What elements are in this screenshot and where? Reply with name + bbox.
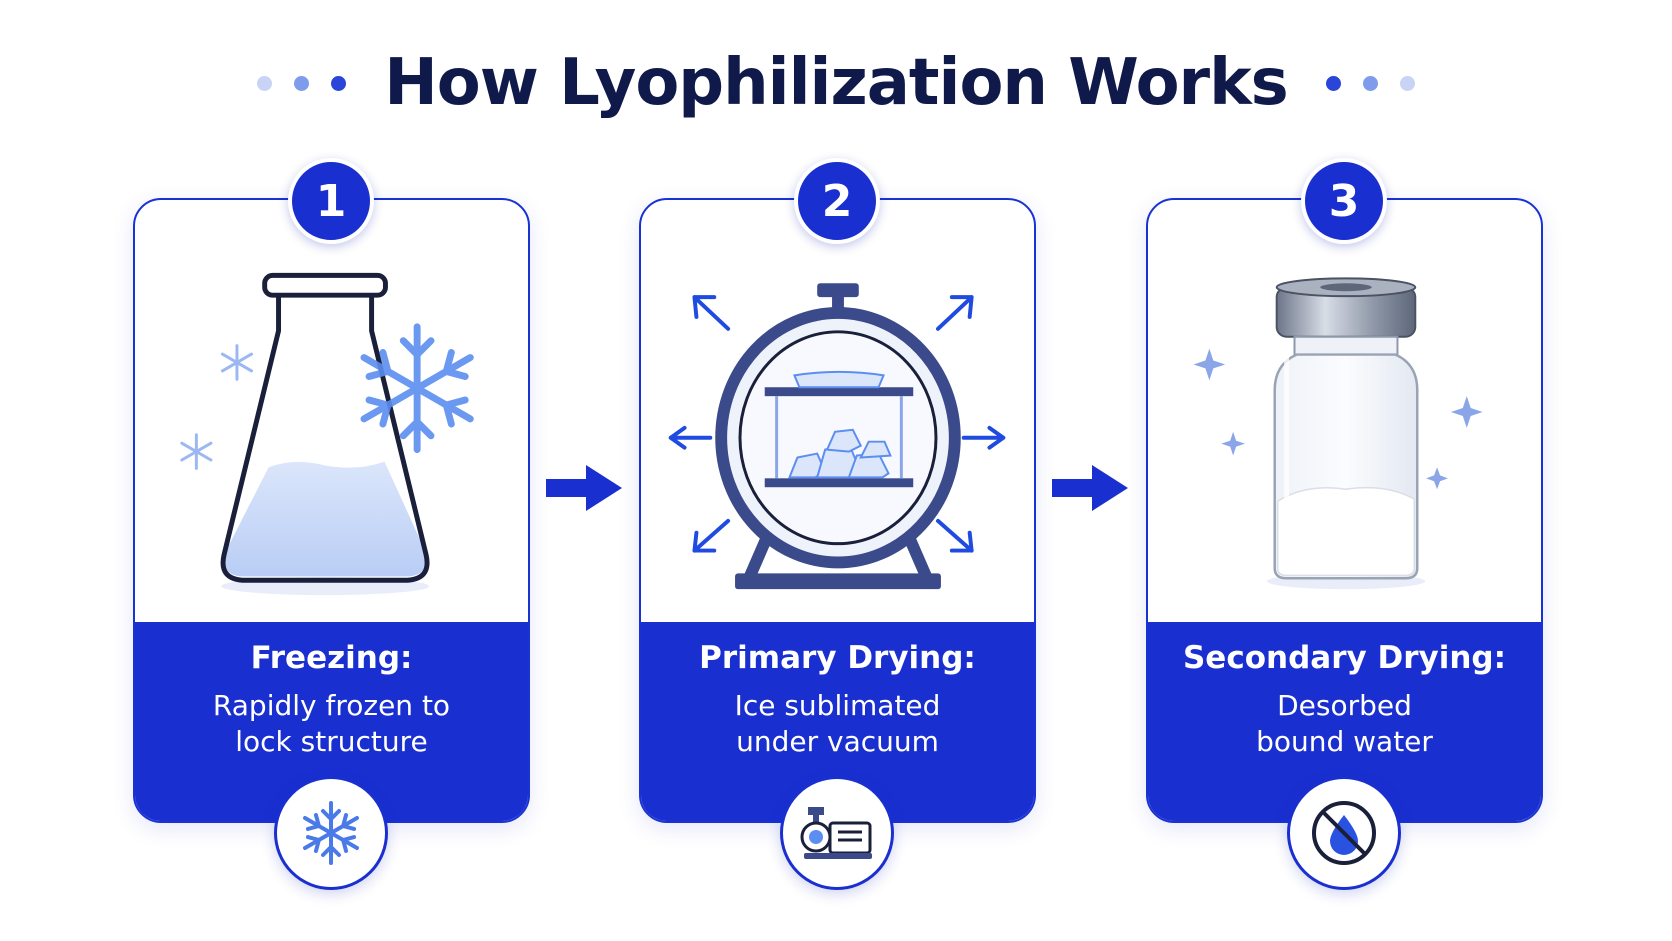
step-title: Secondary Drying: xyxy=(1182,640,1506,676)
step-card-primary-drying: Primary Drying: Ice sublimated under vac… xyxy=(639,198,1036,823)
vacuum-chamber-icon xyxy=(668,283,1006,590)
no-water-icon xyxy=(1312,801,1376,865)
page-title: How Lyophilization Works xyxy=(384,46,1289,120)
title-dots-right xyxy=(1325,75,1415,91)
step-number-badge: 3 xyxy=(1301,158,1387,244)
step-description: Rapidly frozen to lock structure xyxy=(155,688,508,760)
snowflake-decor-icon xyxy=(360,323,474,454)
decor-dot xyxy=(1325,75,1341,91)
description-line: Ice sublimated xyxy=(734,689,941,722)
flask-icon xyxy=(180,272,474,596)
footer-icon-circle xyxy=(780,776,894,890)
vacuum-pump-icon xyxy=(800,807,872,859)
title-row: How Lyophilization Works xyxy=(0,38,1672,128)
decor-dot xyxy=(257,75,273,91)
description-line: Desorbed xyxy=(1277,689,1412,722)
step-description: Ice sublimated under vacuum xyxy=(661,688,1014,760)
decor-dot xyxy=(1362,75,1378,91)
description-line: under vacuum xyxy=(736,725,939,758)
decor-dot xyxy=(331,75,347,91)
description-line: lock structure xyxy=(235,725,428,758)
step-number-badge: 2 xyxy=(794,158,880,244)
title-dots-left xyxy=(257,75,347,91)
decor-dot xyxy=(1399,75,1415,91)
footer-icon-circle xyxy=(274,776,388,890)
step-number-badge: 1 xyxy=(288,158,374,244)
flow-arrow-icon xyxy=(1052,465,1128,511)
description-line: bound water xyxy=(1256,725,1433,758)
vial-icon xyxy=(1193,277,1483,590)
decor-dot xyxy=(294,75,310,91)
step-card-secondary-drying: Secondary Drying: Desorbed bound water xyxy=(1146,198,1543,823)
flow-arrow-icon xyxy=(546,465,622,511)
step-card-freezing: Freezing: Rapidly frozen to lock structu… xyxy=(133,198,530,823)
step-title: Freezing: xyxy=(250,640,413,676)
snowflake-icon xyxy=(303,801,359,865)
step-description: Desorbed bound water xyxy=(1168,688,1521,760)
description-line: Rapidly frozen to xyxy=(212,689,451,722)
footer-icon-circle xyxy=(1287,776,1401,890)
step-title: Primary Drying: xyxy=(699,640,976,676)
